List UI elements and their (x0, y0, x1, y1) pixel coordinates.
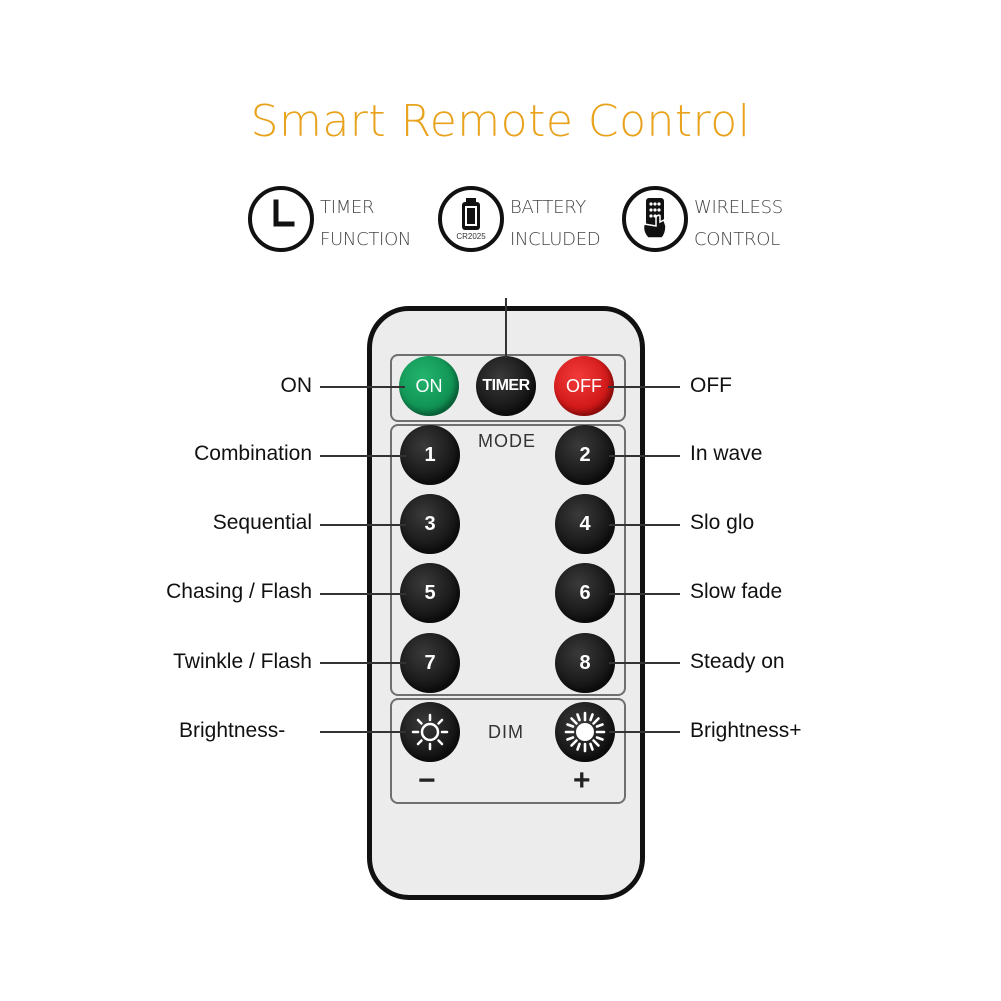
label-slow-fade: Slow fade (690, 580, 783, 603)
label-slo-glo: Slo glo (690, 511, 755, 534)
mode-button-6[interactable]: 6 (555, 563, 615, 623)
leader-line (608, 386, 680, 388)
leader-line (320, 593, 406, 595)
label-combination: Combination (194, 442, 312, 465)
plus-sign: + (573, 764, 591, 797)
mode-button-4[interactable]: 4 (555, 494, 615, 554)
label-off: OFF (690, 374, 732, 397)
mode-panel (390, 424, 626, 696)
mode-button-3[interactable]: 3 (400, 494, 460, 554)
leader-line (609, 455, 680, 457)
leader-line (320, 662, 406, 664)
dim-panel (390, 698, 626, 804)
leader-line (609, 593, 680, 595)
leader-line (320, 386, 405, 388)
mode-button-7[interactable]: 7 (400, 633, 460, 693)
timer-button[interactable]: TIMER (476, 356, 536, 416)
sun-bright-icon (564, 711, 606, 753)
leader-line (320, 731, 406, 733)
label-in-wave: In wave (690, 442, 763, 465)
remote-hand-icon (622, 186, 688, 252)
feature-text: TIMER FUNCTION (320, 197, 412, 250)
mode-button-2[interactable]: 2 (555, 425, 615, 485)
feature-text: WIRELESS CONTROL (694, 197, 783, 250)
sun-outline-icon (411, 713, 449, 751)
label-chasing-flash: Chasing / Flash (166, 580, 312, 603)
on-button[interactable]: ON (399, 356, 459, 416)
battery-icon: CR2025 (438, 186, 504, 252)
brightness-down-button[interactable] (400, 702, 460, 762)
timer-leader-line (505, 298, 507, 358)
label-steady-on: Steady on (690, 650, 785, 673)
mode-button-1[interactable]: 1 (400, 425, 460, 485)
page-title: Smart Remote Control (250, 96, 751, 147)
leader-line (320, 524, 406, 526)
dim-label: DIM (488, 722, 524, 742)
clock-icon (248, 186, 314, 252)
mode-button-8[interactable]: 8 (555, 633, 615, 693)
label-on: ON (280, 374, 313, 397)
off-button[interactable]: OFF (554, 356, 614, 416)
brightness-up-button[interactable] (555, 702, 615, 762)
leader-line (609, 524, 680, 526)
mode-label: MODE (478, 431, 536, 451)
battery-model-label: CR2025 (456, 232, 486, 241)
leader-line (320, 455, 406, 457)
label-sequential: Sequential (212, 511, 312, 534)
mode-button-5[interactable]: 5 (400, 563, 460, 623)
leader-line (609, 731, 680, 733)
label-twinkle-flash: Twinkle / Flash (173, 650, 312, 673)
label-brightness-down: Brightness- (179, 719, 286, 742)
feature-text: BATTERY INCLUDED (510, 197, 601, 250)
minus-sign: − (418, 764, 436, 797)
label-brightness-up: Brightness+ (690, 719, 802, 742)
power-panel (390, 354, 626, 422)
leader-line (609, 662, 680, 664)
